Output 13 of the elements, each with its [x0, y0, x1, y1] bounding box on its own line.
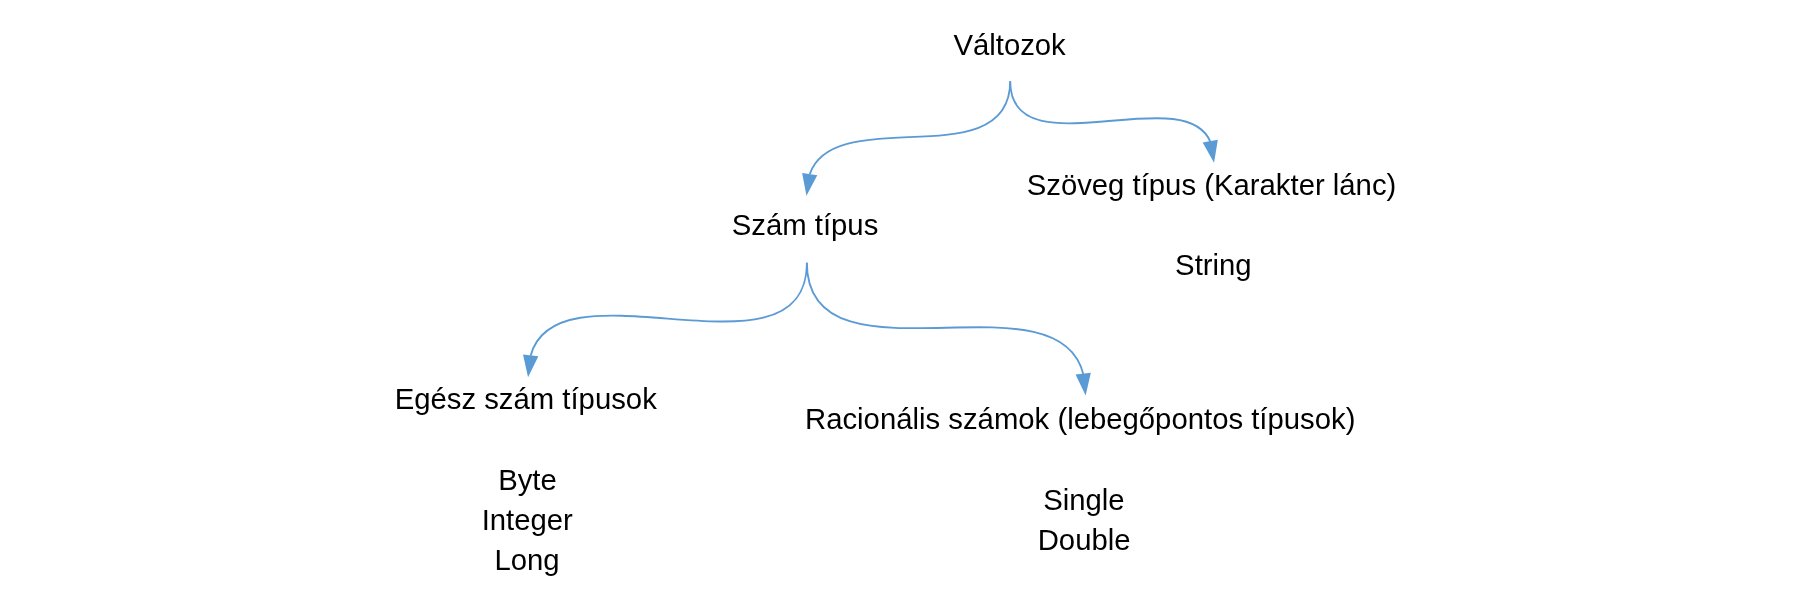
node-text: Változok — [953, 28, 1066, 62]
node-label: Single — [1043, 482, 1125, 516]
node-text: Racionális számok (lebegőpontos típusok) — [805, 402, 1356, 436]
node-label: String — [1175, 248, 1252, 282]
arrow — [1009, 80, 1218, 163]
node-label: Integer — [481, 502, 573, 536]
arrow — [805, 261, 1091, 396]
node-label: Long — [494, 543, 560, 577]
node-text: Szöveg típus (Karakter lánc) — [1026, 167, 1397, 201]
node-label: Double — [1037, 522, 1131, 556]
node-label: Byte — [498, 462, 557, 496]
node-text: Szám típus — [731, 207, 879, 241]
node-text: Egész szám típusok — [394, 381, 657, 415]
